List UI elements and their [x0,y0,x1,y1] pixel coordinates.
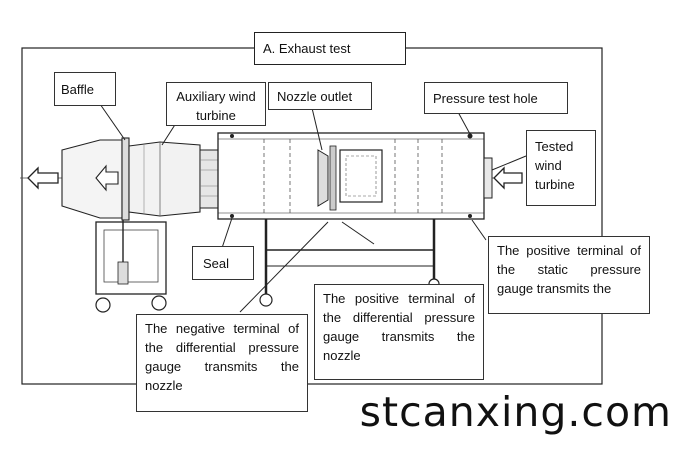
nozzle [317,149,329,207]
pressure-hole-top [467,133,473,139]
label-tested-wind-turbine: Tested wind turbine [526,130,596,206]
internal-arrow [95,164,119,192]
aux-fan-duct [128,141,201,217]
label-pressure-test-hole: Pressure test hole [424,82,568,114]
label-static-pressure-positive: The positive terminal of the static pres… [488,236,650,314]
leader-diff-negative [239,221,329,313]
leader-diff-positive [341,221,375,245]
label-nozzle-outlet: Nozzle outlet [268,82,372,110]
inner-window [339,149,383,203]
exhaust-arrow [27,166,59,190]
stand-wheel [259,293,273,307]
inlet-arrow [493,166,523,190]
baffle-plate [121,137,130,221]
watermark-text: stcanxing.com [359,388,672,436]
label-baffle: Baffle [54,72,116,106]
leader-tested [491,155,527,171]
left-cart [95,221,167,295]
label-diff-pressure-negative: The negative terminal of the differentia… [136,314,308,412]
cart-wheel-left [95,297,111,313]
leader-nozzle [311,107,323,151]
tested-turbine-inlet [483,157,493,199]
frame-title: A. Exhaust test [254,32,406,65]
leader-baffle [99,103,126,141]
label-seal: Seal [192,246,254,280]
leader-seal [221,217,233,249]
cart-wheel-right [151,295,167,311]
leader-static [471,219,487,241]
transition-grille [199,149,219,209]
label-auxiliary-wind-turbine: Auxiliary wind turbine [166,82,266,126]
leader-pressure [457,111,471,135]
label-diff-pressure-positive: The positive terminal of the differentia… [314,284,484,380]
